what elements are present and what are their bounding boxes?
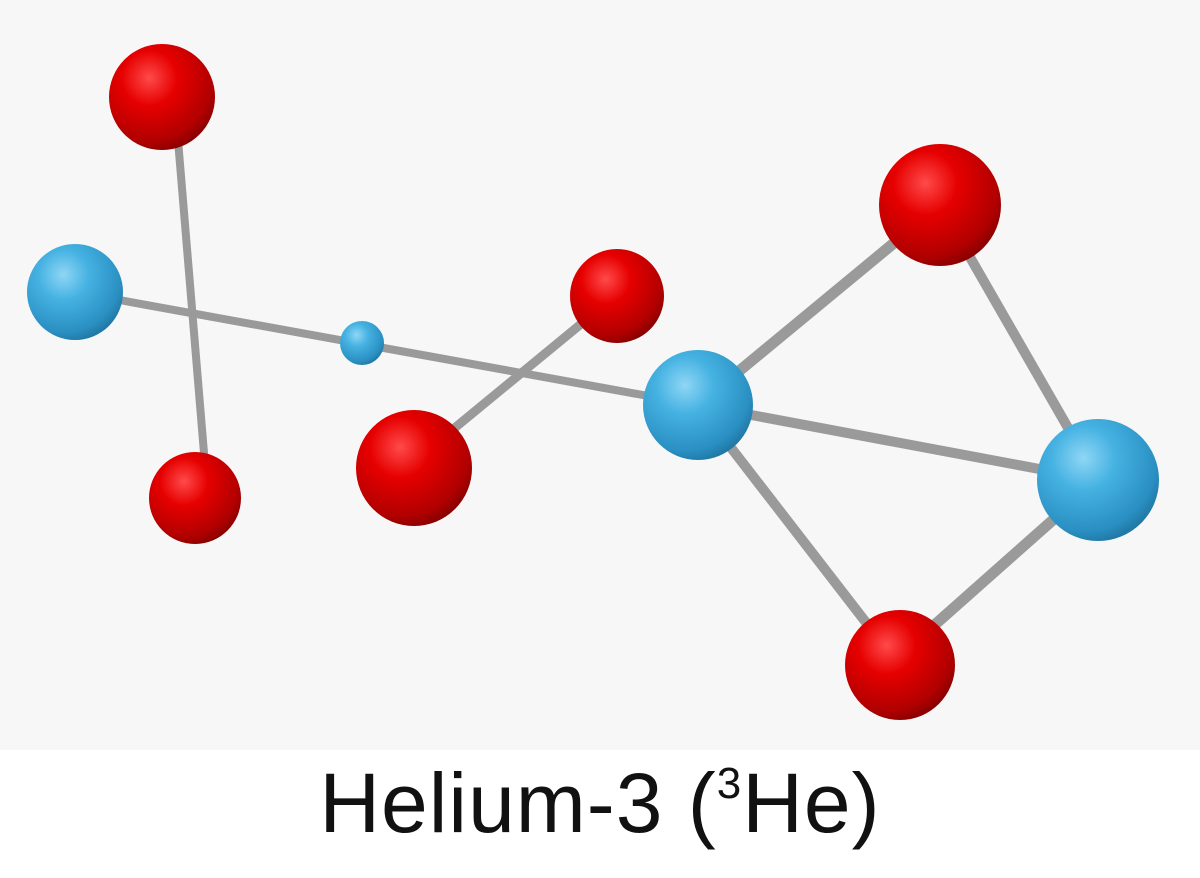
blue-atom-small — [340, 321, 384, 365]
red-atom — [879, 144, 1001, 266]
blue-atom — [1037, 419, 1159, 541]
bond — [435, 305, 603, 445]
bond — [174, 136, 209, 469]
blue-atom — [643, 350, 753, 460]
molecule-model — [27, 44, 1159, 720]
red-atom — [149, 452, 241, 544]
blue-atom — [27, 244, 123, 340]
caption-close-paren: ) — [851, 756, 881, 850]
bond — [693, 400, 1103, 485]
red-atom — [845, 610, 955, 720]
red-atom — [109, 44, 215, 150]
caption-mass-number: 3 — [716, 759, 743, 808]
red-atom — [570, 249, 664, 343]
atoms — [27, 44, 1159, 720]
caption-name: Helium-3 — [319, 756, 664, 850]
bond — [71, 288, 702, 409]
red-atom — [356, 410, 472, 526]
caption-symbol: He — [742, 756, 852, 850]
caption: Helium-3 (3He) — [0, 748, 1200, 858]
caption-open-paren: ( — [663, 756, 717, 850]
molecule-diagram-panel — [27, 44, 1159, 720]
